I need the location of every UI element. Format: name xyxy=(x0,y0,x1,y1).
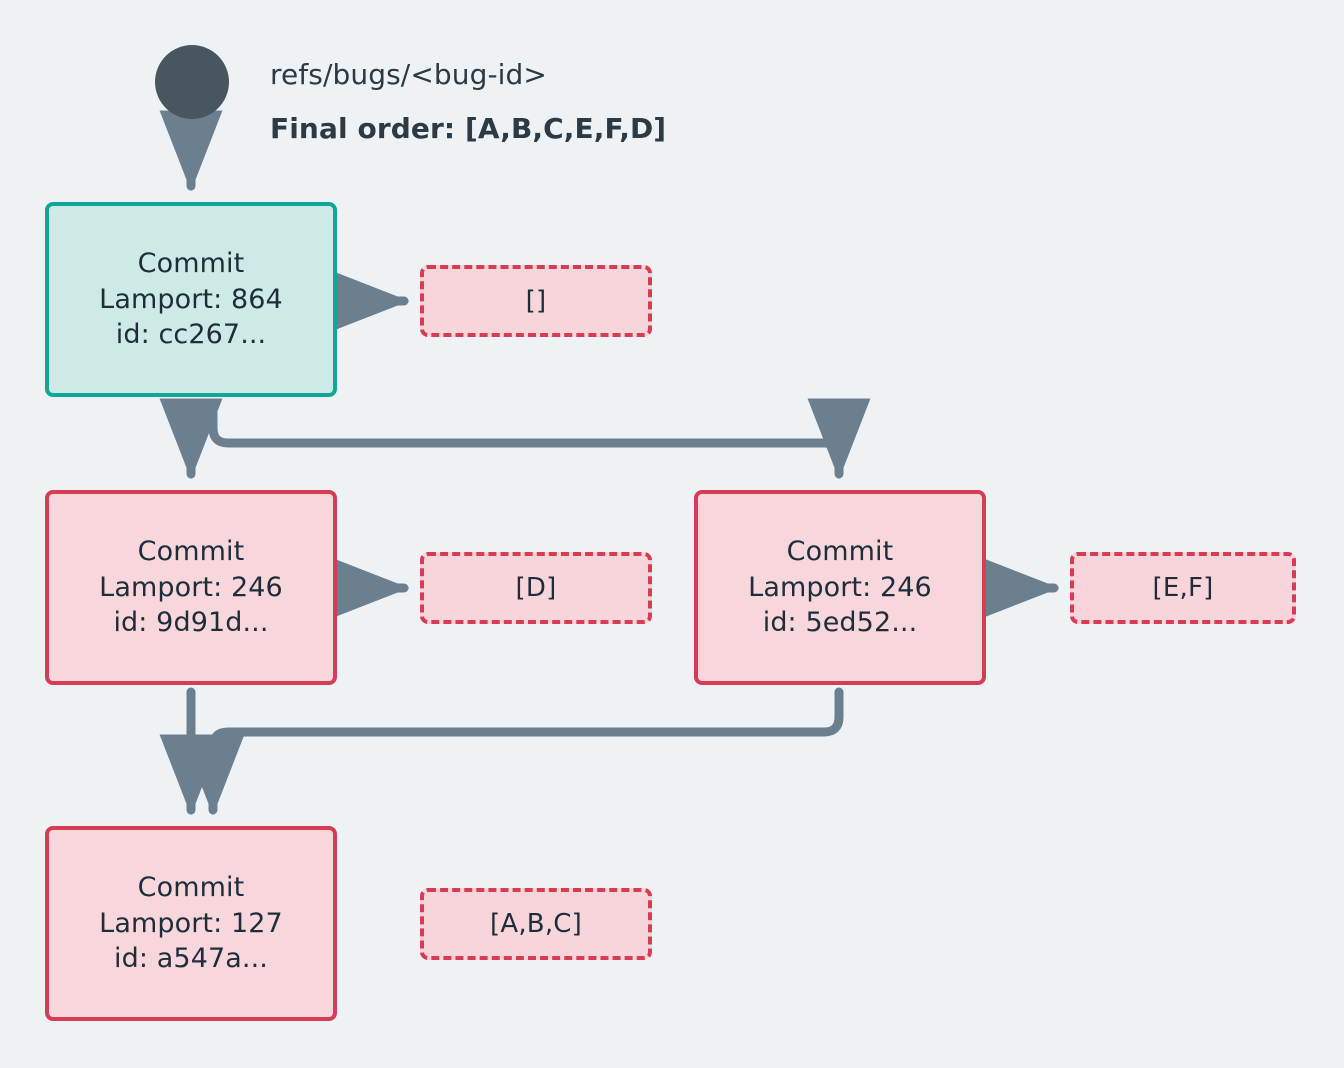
commit-title: Commit xyxy=(137,247,245,279)
commit-lamport: Lamport: 127 xyxy=(99,907,283,939)
commit-node-head[interactable]: Commit Lamport: 864 id: cc267... xyxy=(45,202,337,397)
commit-title: Commit xyxy=(786,535,894,567)
root-ref-dot xyxy=(155,45,229,119)
edge-right-mid-to-bottom xyxy=(181,687,844,816)
commit-title: Commit xyxy=(137,535,245,567)
ref-label: refs/bugs/<bug-id> xyxy=(270,58,547,91)
commit-node-bottom[interactable]: Commit Lamport: 127 id: a547a... xyxy=(45,826,337,1021)
ops-box-right-mid[interactable]: [E,F] xyxy=(1070,552,1296,624)
final-order-label: Final order: [A,B,C,E,F,D] xyxy=(270,112,667,145)
commit-id: id: 9d91d... xyxy=(113,607,269,639)
commit-id: id: cc267... xyxy=(115,319,267,351)
commit-lamport: Lamport: 246 xyxy=(748,571,932,603)
commit-title: Commit xyxy=(137,871,245,903)
commit-node-left-mid[interactable]: Commit Lamport: 246 id: 9d91d... xyxy=(45,490,337,685)
commit-id: id: 5ed52... xyxy=(762,607,918,639)
commit-lamport: Lamport: 864 xyxy=(99,283,283,315)
commit-id: id: a547a... xyxy=(114,943,268,975)
commit-lamport: Lamport: 246 xyxy=(99,571,283,603)
ops-box-head[interactable]: [] xyxy=(420,265,652,337)
commit-node-right-mid[interactable]: Commit Lamport: 246 id: 5ed52... xyxy=(694,490,986,685)
ops-box-bottom[interactable]: [A,B,C] xyxy=(420,888,652,960)
edge-head-to-right-mid xyxy=(208,398,871,480)
ops-box-left-mid[interactable]: [D] xyxy=(420,552,652,624)
